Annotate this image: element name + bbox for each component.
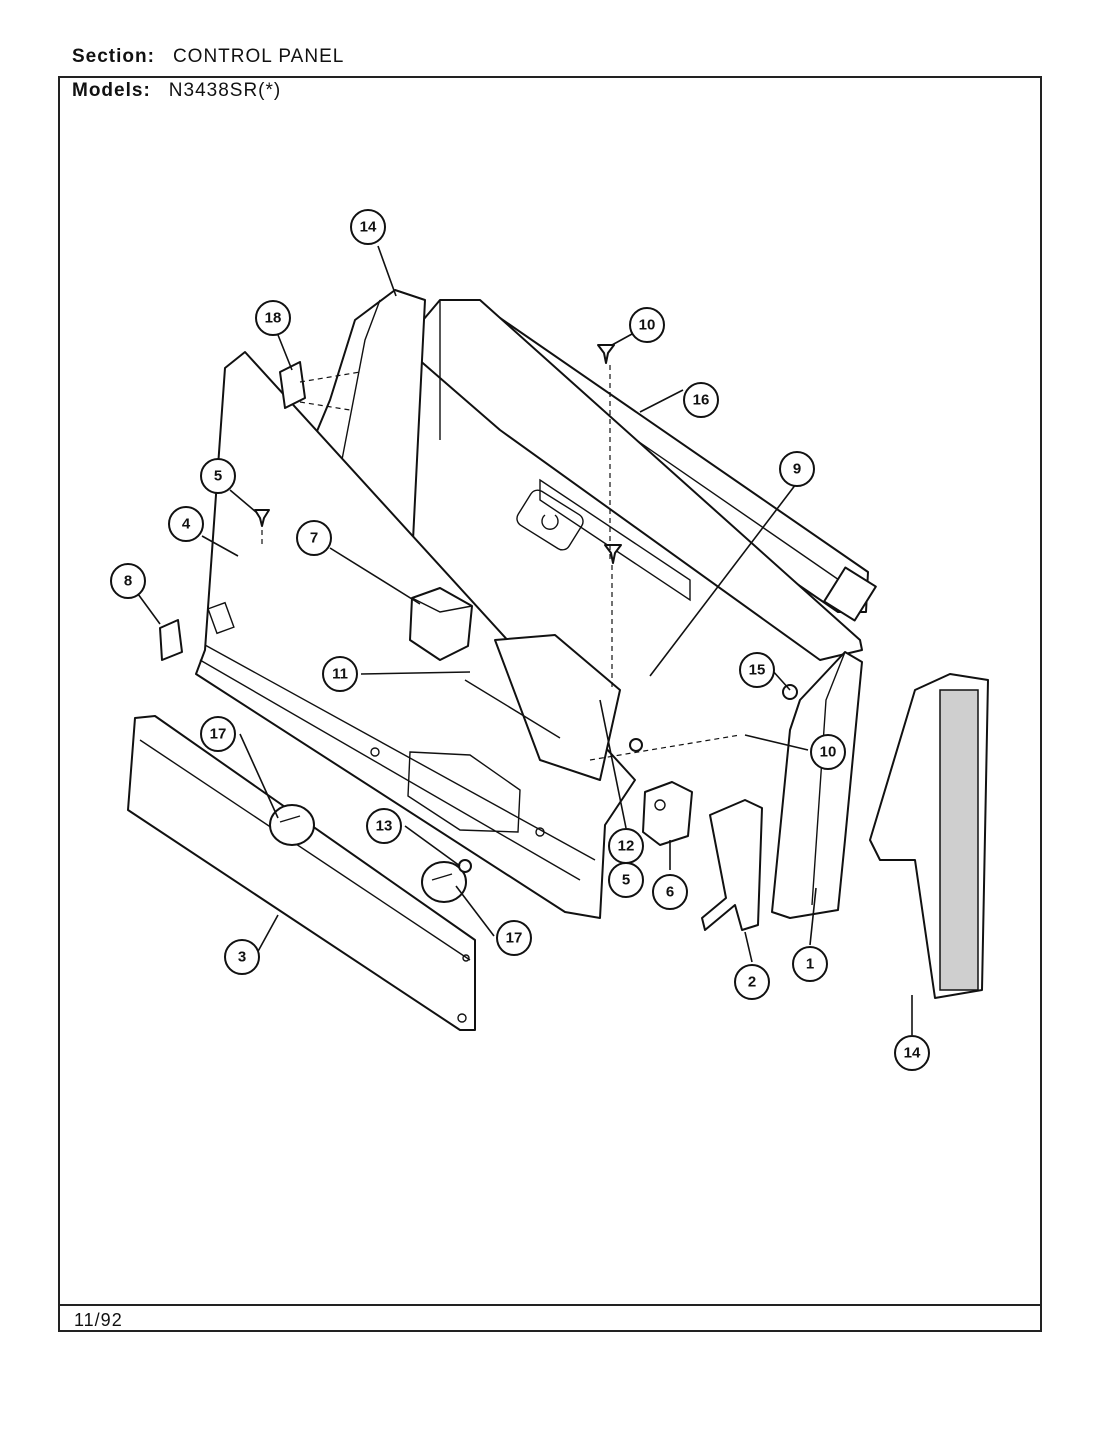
callout-label: 14 [360, 219, 377, 236]
callout-label: 10 [820, 744, 837, 761]
callout-18: 18 [255, 300, 291, 336]
callout-label: 10 [639, 317, 656, 334]
part-knob-drawings [269, 804, 467, 903]
part-small-components-drawing [159, 361, 798, 931]
models-label: Models: [72, 80, 151, 101]
callout-11: 11 [322, 656, 358, 692]
callout-8: 8 [110, 563, 146, 599]
callout-label: 18 [265, 310, 282, 327]
callout-15: 15 [739, 652, 775, 688]
callout-13: 13 [366, 808, 402, 844]
callout-label: 7 [310, 530, 318, 547]
callout-9: 9 [779, 451, 815, 487]
section-value: CONTROL PANEL [172, 46, 345, 67]
callout-label: 8 [124, 573, 132, 590]
callout-label: 5 [214, 468, 222, 485]
callout-leader-lines [137, 245, 913, 1035]
part-back-panel-drawing [401, 299, 863, 661]
callout-label: 13 [376, 818, 393, 835]
callout-4: 4 [168, 506, 204, 542]
section-label: Section: [72, 46, 155, 67]
assembly-dashed-lines [261, 365, 741, 761]
callout-5-center: 5 [608, 862, 644, 898]
callout-1: 1 [792, 946, 828, 982]
models-value: N3438SR(*) [168, 80, 282, 101]
callout-label: 5 [622, 872, 630, 889]
models-header: Models: N3438SR(*) [72, 80, 281, 102]
callout-17-right: 17 [496, 920, 532, 956]
exploded-parts-diagram: 14 18 10 16 5 9 4 7 8 11 15 17 10 13 12 … [110, 209, 989, 1071]
callout-label: 17 [506, 930, 523, 947]
callout-16: 16 [683, 382, 719, 418]
callout-label: 16 [693, 392, 710, 409]
callout-5-left: 5 [200, 458, 236, 494]
callout-14-top: 14 [350, 209, 386, 245]
callout-label: 3 [238, 949, 246, 966]
diagram-frame [58, 76, 1042, 1332]
callout-3: 3 [224, 939, 260, 975]
callout-label: 15 [749, 662, 766, 679]
callout-label: 12 [618, 838, 635, 855]
callout-7: 7 [296, 520, 332, 556]
callout-label: 17 [210, 726, 227, 743]
callout-label: 6 [666, 884, 674, 901]
section-header: Section: CONTROL PANEL [72, 46, 344, 68]
callout-label: 14 [904, 1045, 921, 1062]
callout-label: 2 [748, 974, 756, 991]
callout-14-bottom: 14 [894, 1035, 930, 1071]
callout-label: 4 [182, 516, 191, 533]
footer-date: 11/92 [74, 1310, 123, 1330]
callout-17-left: 17 [200, 716, 236, 752]
footer-divider [58, 1304, 1042, 1306]
callout-12: 12 [608, 828, 644, 864]
callout-10-right: 10 [810, 734, 846, 770]
part-front-trim-drawing [127, 715, 476, 1031]
screw-drawings [254, 344, 622, 564]
callout-6: 6 [652, 874, 688, 910]
part-end-cap-right-drawing [869, 673, 989, 999]
callout-2: 2 [734, 964, 770, 1000]
callout-label: 11 [332, 666, 348, 683]
callout-10-top: 10 [629, 307, 665, 343]
callout-label: 1 [806, 956, 814, 973]
callout-label: 9 [793, 461, 801, 478]
part-side-bracket-drawing [771, 651, 863, 919]
